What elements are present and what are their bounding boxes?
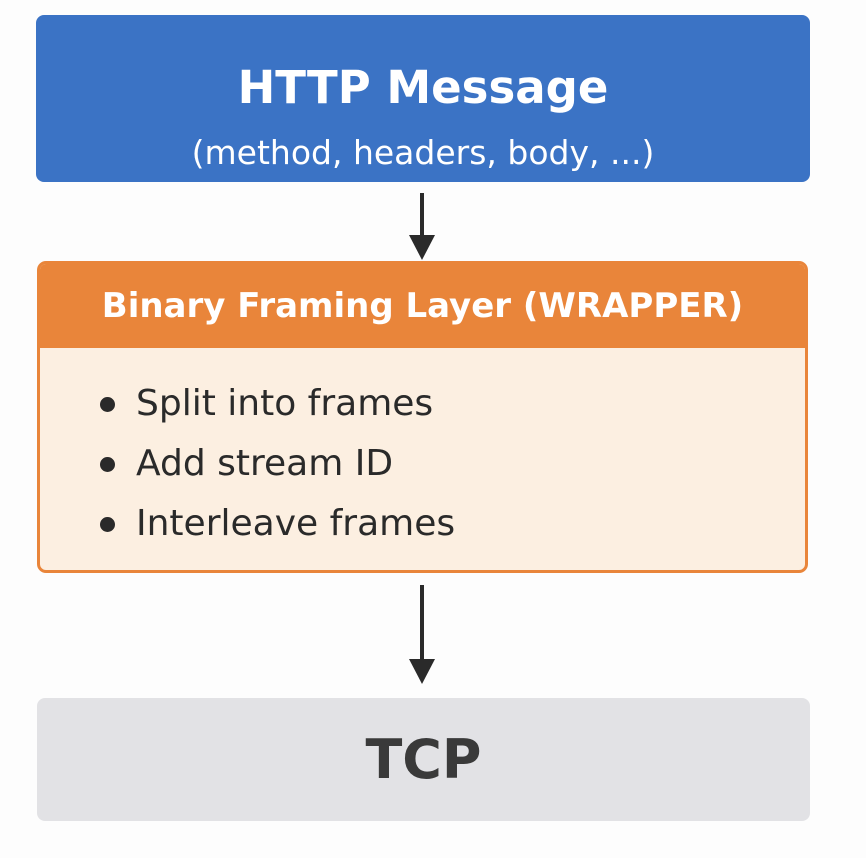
framing-step-label: Interleave frames — [136, 503, 456, 544]
http-message-subtitle: (method, headers, body, ...) — [191, 133, 655, 172]
list-item: Split into frames — [96, 374, 455, 434]
bullet-icon — [100, 457, 115, 472]
down-arrow-icon — [407, 585, 437, 685]
http-message-title: HTTP Message — [237, 61, 609, 114]
framing-layer-title: Binary Framing Layer (WRAPPER) — [40, 264, 805, 348]
bullet-icon — [100, 517, 115, 532]
list-item: Add stream ID — [96, 434, 455, 494]
framing-steps-list: Split into frames Add stream ID Interlea… — [96, 374, 455, 554]
http-message-box: HTTP Message (method, headers, body, ...… — [36, 15, 810, 182]
down-arrow-icon — [407, 193, 437, 261]
tcp-label: TCP — [365, 728, 482, 791]
binary-framing-layer-box: Binary Framing Layer (WRAPPER) Split int… — [37, 261, 808, 573]
list-item: Interleave frames — [96, 494, 455, 554]
tcp-box: TCP — [37, 698, 810, 821]
bullet-icon — [100, 397, 115, 412]
framing-step-label: Add stream ID — [136, 443, 394, 484]
framing-step-label: Split into frames — [136, 383, 434, 424]
